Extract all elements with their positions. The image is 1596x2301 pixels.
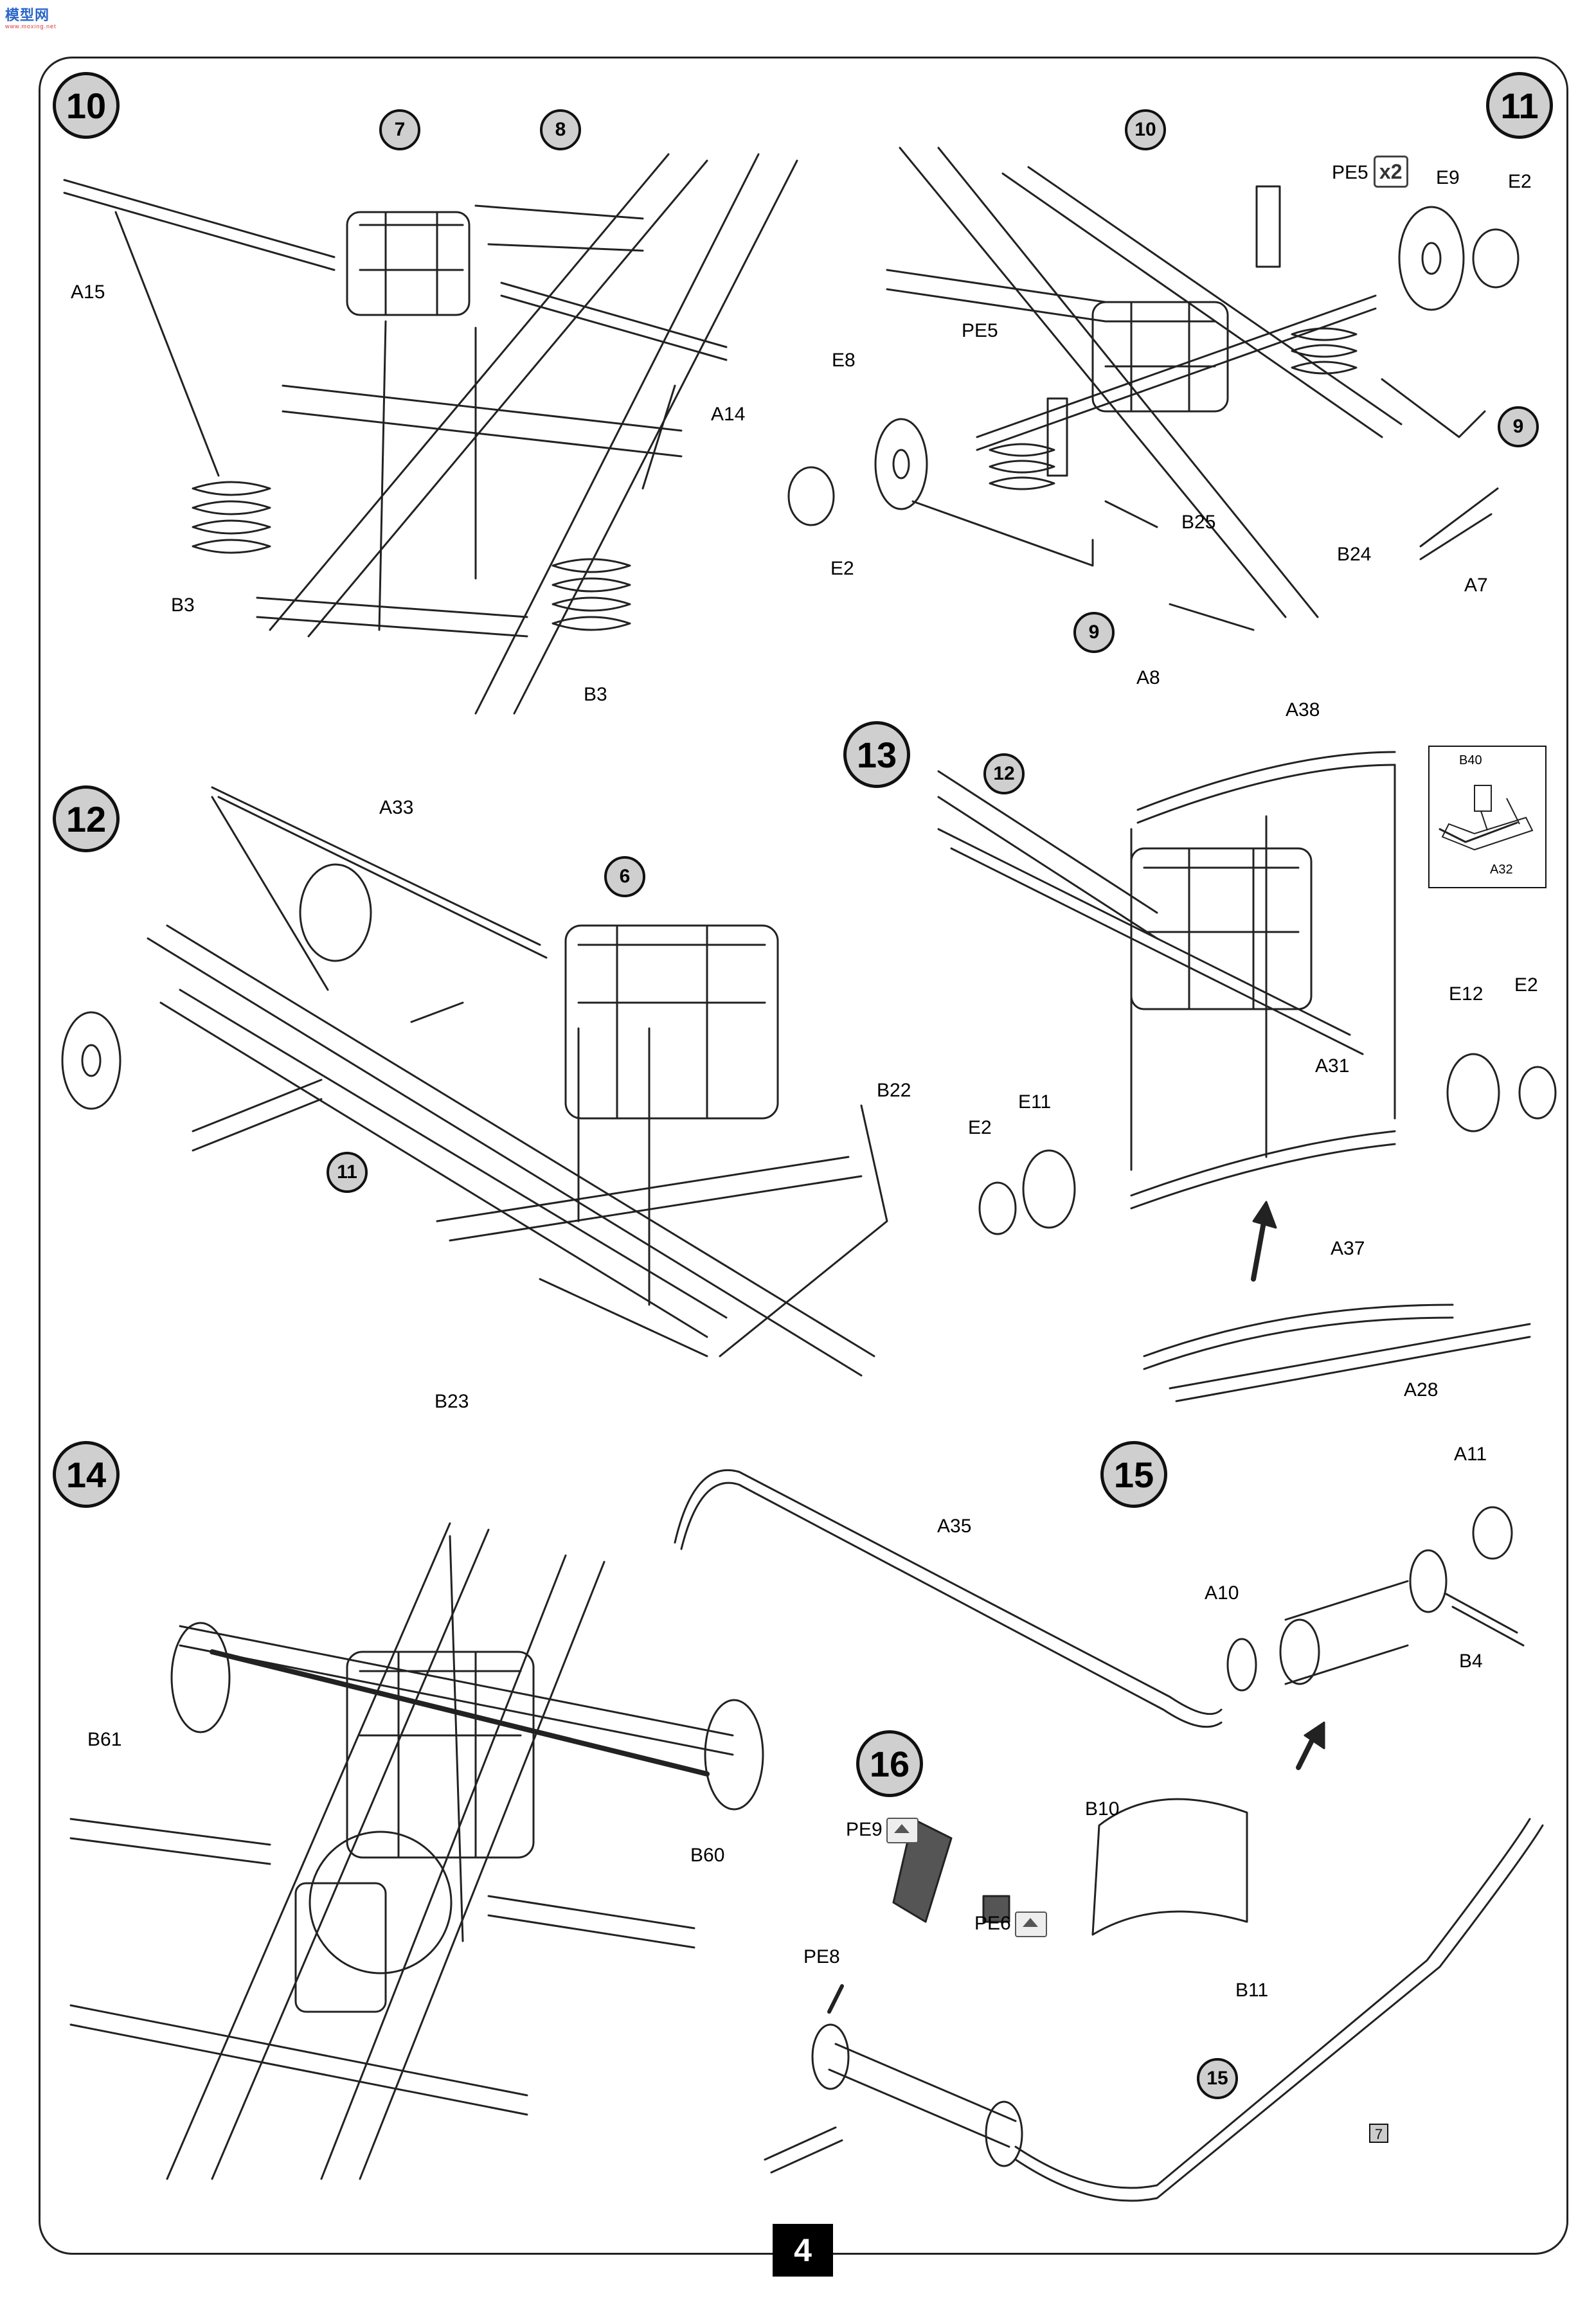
- label-b11: B11: [1235, 1980, 1269, 2001]
- watermark-text: 模型网: [5, 7, 50, 23]
- label-pe8: PE8: [803, 1946, 840, 1967]
- step10-drawing: [63, 153, 798, 715]
- label-e2d: E2: [968, 1117, 992, 1138]
- label-a10: A10: [1205, 1582, 1239, 1604]
- label-e2a: E2: [1508, 171, 1532, 192]
- label-a35: A35: [937, 1516, 972, 1537]
- label-a32: A32: [1490, 863, 1513, 877]
- label-pe9: PE9: [846, 1818, 919, 1843]
- ref-box-7: 7: [1369, 2124, 1388, 2143]
- ref-11: 11: [327, 1152, 368, 1193]
- step13-drawing: [937, 751, 1557, 1402]
- step11-drawing: [787, 147, 1520, 631]
- label-pe5b: PE5: [962, 320, 998, 341]
- step16-drawing: [764, 1798, 1544, 2202]
- ref-7: 7: [379, 109, 420, 150]
- detail-inset: B40 A32: [1428, 746, 1547, 888]
- label-b10: B10: [1085, 1798, 1120, 1820]
- label-b60: B60: [690, 1845, 725, 1866]
- label-b3a: B3: [171, 595, 195, 616]
- label-a11: A11: [1454, 1444, 1487, 1465]
- label-b40: B40: [1459, 753, 1482, 767]
- label-a8: A8: [1136, 667, 1160, 688]
- label-e9: E9: [1436, 167, 1460, 188]
- watermark-sub: www.moxing.net: [5, 23, 57, 30]
- step-12-badge: 12: [53, 785, 120, 852]
- quantity-x2: x2: [1373, 156, 1408, 188]
- label-pe9-text: PE9: [846, 1818, 883, 1840]
- page-number: 4: [773, 2224, 833, 2277]
- label-b3b: B3: [584, 684, 607, 705]
- step15-drawing: [674, 1469, 1525, 1770]
- label-e12: E12: [1449, 983, 1484, 1005]
- label-b23: B23: [435, 1391, 469, 1412]
- step-13-badge: 13: [843, 721, 910, 788]
- label-pe6-text: PE6: [974, 1912, 1011, 1934]
- label-e2c: E2: [1514, 974, 1538, 996]
- label-a14: A14: [711, 404, 746, 425]
- step-15-badge: 15: [1100, 1441, 1167, 1508]
- label-b25: B25: [1181, 512, 1216, 533]
- ref-9b: 9: [1073, 612, 1115, 653]
- label-a33: A33: [379, 797, 414, 818]
- step-11-badge: 11: [1486, 72, 1553, 139]
- label-a37: A37: [1331, 1238, 1365, 1259]
- ref-9a: 9: [1498, 406, 1539, 447]
- step14-drawing: [69, 1522, 764, 2180]
- ref-15: 15: [1197, 2058, 1238, 2099]
- label-e11: E11: [1018, 1091, 1052, 1113]
- label-e8: E8: [832, 350, 856, 371]
- photo-etch-flip-icon: [1014, 1912, 1047, 1937]
- label-e2b: E2: [830, 558, 854, 579]
- inset-drawing: [1441, 785, 1534, 851]
- step-16-badge: 16: [856, 1730, 923, 1797]
- label-a15: A15: [71, 282, 105, 303]
- step-10-badge: 10: [53, 72, 120, 139]
- site-watermark: 模型网 www.moxing.net: [5, 4, 57, 30]
- step-14-badge: 14: [53, 1441, 120, 1508]
- label-b61: B61: [87, 1729, 122, 1750]
- ref-6: 6: [604, 856, 645, 897]
- label-b4: B4: [1459, 1651, 1483, 1672]
- step12-drawing: [61, 786, 888, 1377]
- label-b22: B22: [877, 1080, 911, 1101]
- label-a7: A7: [1464, 575, 1488, 596]
- label-a38: A38: [1286, 699, 1320, 721]
- ref-10: 10: [1125, 109, 1166, 150]
- label-pe6: PE6: [974, 1912, 1047, 1937]
- label-b24: B24: [1337, 544, 1372, 565]
- label-pe5a-text: PE5: [1332, 162, 1368, 183]
- photo-etch-flip-icon: [886, 1818, 919, 1843]
- ref-8: 8: [540, 109, 581, 150]
- ref-12: 12: [983, 753, 1025, 794]
- label-a31: A31: [1315, 1055, 1350, 1077]
- label-a28: A28: [1404, 1379, 1439, 1401]
